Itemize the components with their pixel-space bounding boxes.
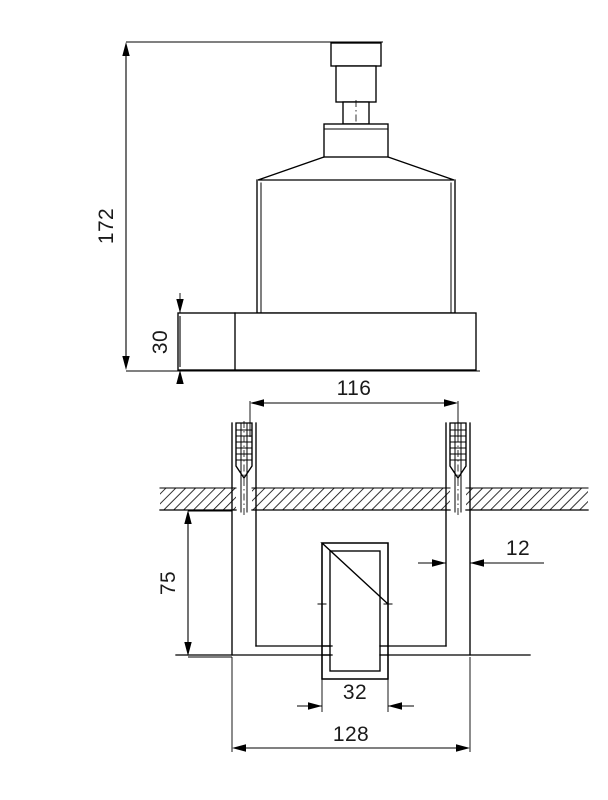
component-bracket-slot: [317, 542, 393, 680]
dimension-overall-width: 128: [231, 657, 471, 752]
component-pump-head: [330, 42, 382, 67]
component-pump-collar: [335, 65, 377, 103]
component-wall-anchor-right: [449, 421, 467, 516]
view-front-elevation: 172 30: [95, 41, 480, 384]
component-pump-base-ring: [323, 123, 389, 158]
dimension-label-128: 128: [333, 723, 369, 746]
dimension-height-overall: 172: [95, 41, 480, 372]
dimension-slot-width: 32: [297, 679, 414, 712]
component-pump-neck: [342, 100, 370, 125]
dimension-base-height: 30: [149, 293, 184, 384]
dimension-base-width: 116: [249, 377, 459, 437]
dimension-label-116: 116: [337, 377, 372, 400]
dimension-label-30: 30: [149, 330, 172, 354]
dimension-bracket-depth: 75: [157, 510, 232, 658]
dimension-label-12: 12: [506, 537, 530, 560]
component-wall-anchor-left: [235, 421, 253, 516]
dimension-label-75: 75: [157, 571, 180, 595]
dimension-label-172: 172: [95, 208, 118, 244]
dimension-label-32: 32: [343, 681, 367, 704]
component-wall-section: [159, 487, 589, 511]
component-mounting-plate-front: [177, 312, 477, 371]
component-bottle-shoulder: [257, 156, 455, 181]
view-section: 116: [157, 377, 589, 752]
dimension-plate-thickness: 12: [418, 520, 544, 572]
